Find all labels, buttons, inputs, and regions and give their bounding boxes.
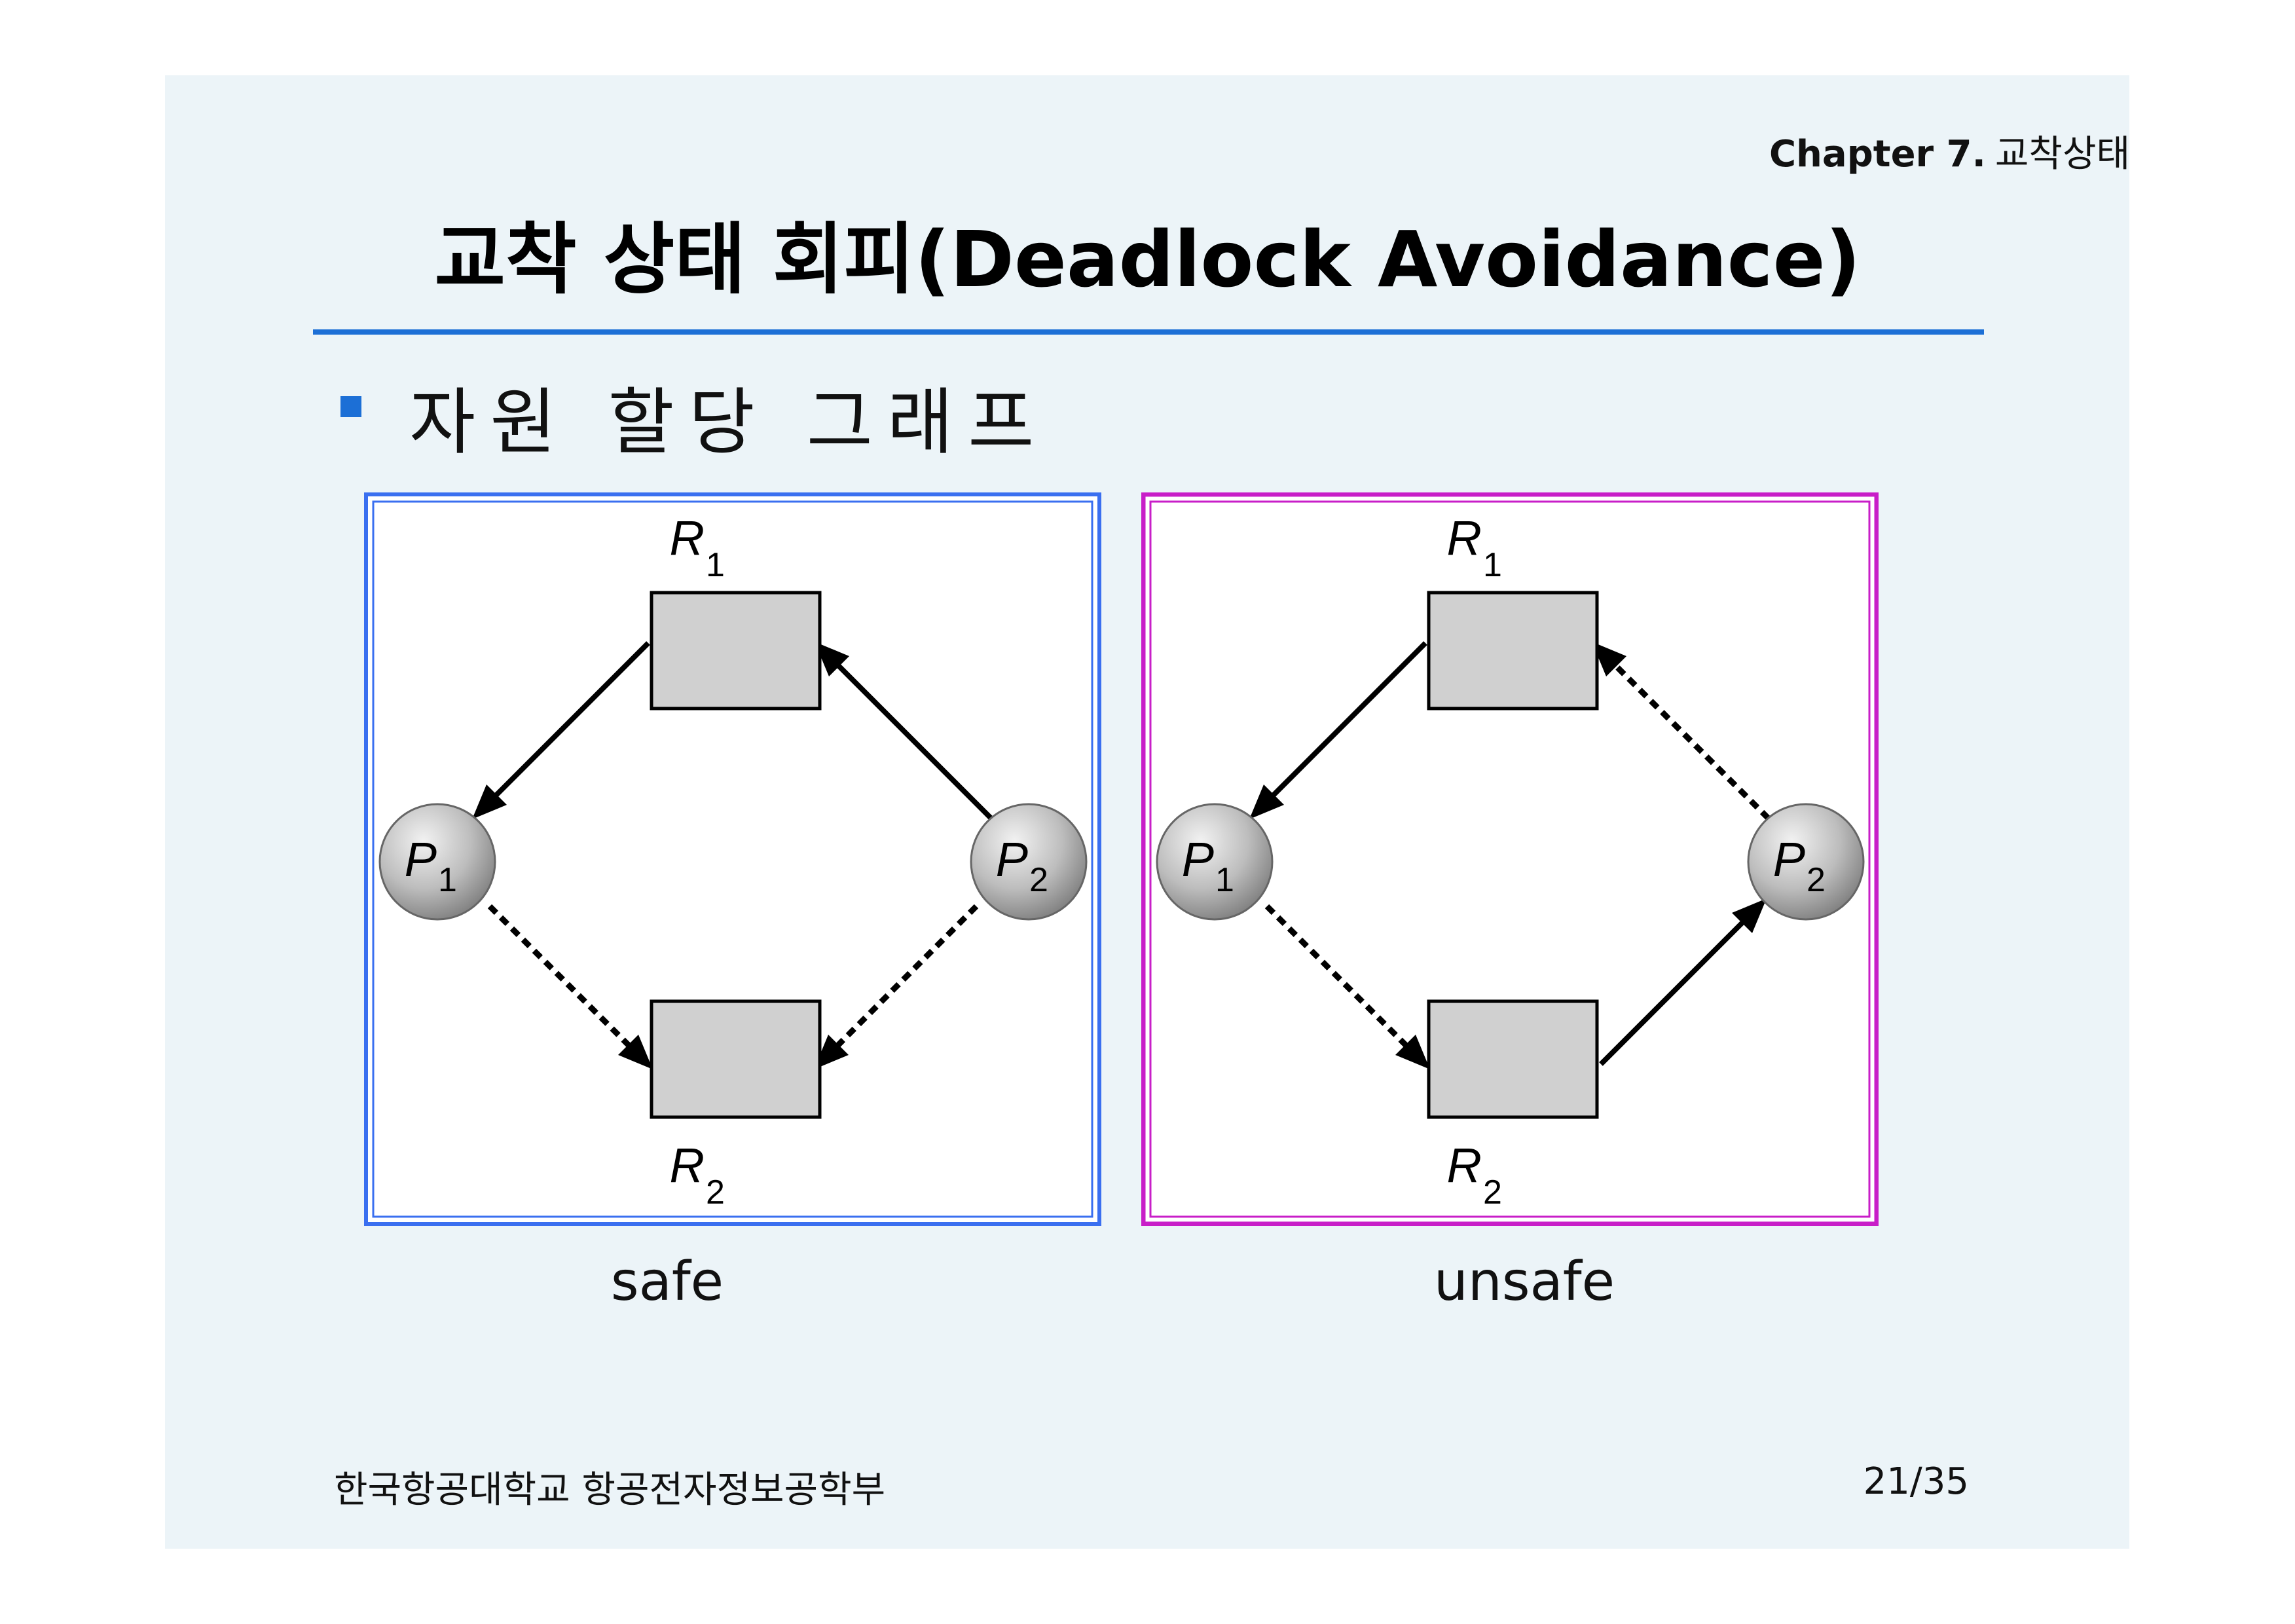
p1-process-circle: [378, 803, 496, 921]
p2-process-circle: [970, 803, 1088, 921]
edge-p2-r1: [1592, 642, 1771, 821]
edge-r1-p1: [472, 641, 650, 819]
edge-p2-r1: [815, 642, 993, 821]
p2-label: P: [1773, 832, 1805, 887]
r2-label: R: [670, 1138, 705, 1192]
p1-process-circle: [1156, 803, 1274, 921]
p1-subscript: 1: [1215, 861, 1234, 899]
r2-subscript: 2: [1483, 1173, 1502, 1211]
p2-process-circle: [1747, 803, 1865, 921]
edge-r1-p1: [1249, 641, 1427, 819]
r1-resource-box: [650, 591, 822, 710]
edge-p1-r2: [1264, 904, 1430, 1069]
chapter-header: Chapter 7.교착상태: [1769, 124, 2130, 177]
chapter-number: Chapter 7.: [1769, 133, 1986, 175]
r1-resource-box: [1427, 591, 1599, 710]
edge-p1-r2: [487, 904, 653, 1069]
edge-p2-r2: [814, 904, 979, 1069]
r1-subscript: 1: [706, 546, 725, 584]
edge-r2-p2: [1599, 898, 1767, 1066]
title-divider: [313, 329, 1984, 335]
p2-subscript: 2: [1029, 861, 1048, 899]
p1-label: P: [1182, 832, 1214, 887]
page-number: 21/35: [1863, 1460, 1969, 1503]
unsafe-caption: unsafe: [1433, 1251, 1615, 1313]
slide-title: 교착 상태 회피(Deadlock Avoidance): [434, 214, 1861, 304]
r2-label: R: [1447, 1138, 1482, 1192]
p1-label: P: [405, 832, 437, 887]
safe-caption: safe: [610, 1251, 724, 1313]
p2-label: P: [996, 832, 1028, 887]
bullet-square-icon: [340, 396, 361, 417]
r1-subscript: 1: [1483, 546, 1502, 584]
unsafe-diagram: R 1 R 2 P 1 P 2: [1141, 492, 1879, 1226]
r2-resource-box: [650, 999, 822, 1119]
p2-subscript: 2: [1807, 861, 1826, 899]
safe-inner-border: [372, 500, 1093, 1218]
p1-subscript: 1: [438, 861, 457, 899]
bullet-text: 자원 할당 그래프: [409, 380, 1049, 464]
unsafe-inner-border: [1149, 500, 1871, 1218]
r1-label: R: [670, 511, 705, 565]
r2-resource-box: [1427, 999, 1599, 1119]
r1-label: R: [1447, 511, 1482, 565]
chapter-name: 교착상태: [1994, 133, 2130, 175]
safe-diagram: R 1 R 2 P 1 P 2: [364, 492, 1101, 1226]
r2-subscript: 2: [706, 1173, 725, 1211]
footer-organization: 한국항공대학교 항공전자정보공학부: [334, 1469, 886, 1511]
